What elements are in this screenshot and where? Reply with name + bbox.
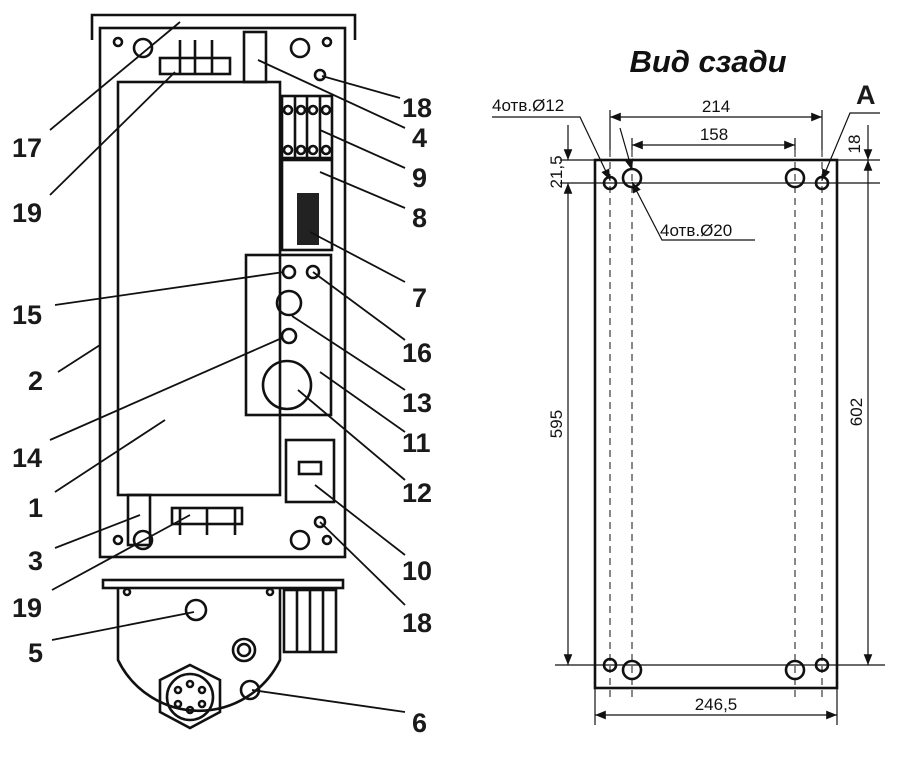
dimension-arrows: [563, 112, 873, 720]
large-holes-label: 4отв.Ø20: [660, 221, 732, 240]
callout-numbers: 17 19 15 2 14 1 3 19 5 18 4 9 8 7 16 13 …: [12, 93, 432, 738]
callout-15: 15: [12, 300, 42, 330]
callout-5: 5: [28, 638, 43, 668]
hole-leaders: [492, 112, 880, 241]
control-panel: [244, 253, 333, 417]
callout-17: 17: [12, 133, 42, 163]
callout-14: 14: [12, 443, 42, 473]
connector: [297, 193, 319, 245]
dim-214: 214: [702, 97, 730, 116]
callout-16: 16: [402, 338, 432, 368]
leader-lines: [49, 21, 406, 713]
dim-158: 158: [700, 125, 728, 144]
heating-module: [116, 80, 282, 497]
callout-19-bottom: 19: [12, 593, 42, 623]
panel-indicators: [261, 264, 321, 411]
callout-12: 12: [402, 478, 432, 508]
top-cover: [90, 13, 357, 40]
callout-18-bottom: 18: [402, 608, 432, 638]
callout-2: 2: [28, 366, 43, 396]
callout-18-top: 18: [402, 93, 432, 123]
callout-11: 11: [402, 428, 431, 458]
dim-595: 595: [547, 410, 566, 438]
callout-9: 9: [412, 163, 427, 193]
rear-view-title: Вид сзади: [629, 44, 786, 79]
bottom-pipe: [126, 493, 152, 547]
rear-view: Вид сзади: [492, 44, 885, 725]
rear-holes: [602, 167, 830, 681]
contactor: [284, 438, 336, 504]
offset-arrows: [563, 125, 873, 160]
front-view: 17 19 15 2 14 1 3 19 5 18 4 9 8 7 16 13 …: [12, 13, 432, 738]
extension-lines: [555, 110, 885, 725]
dim-18: 18: [845, 135, 864, 154]
callout-1: 1: [28, 493, 43, 523]
terminal-strip: [280, 94, 334, 160]
callout-13: 13: [402, 388, 432, 418]
dim-602: 602: [847, 398, 866, 426]
view-marker-a: A: [856, 80, 876, 110]
centerlines: [609, 150, 823, 700]
callout-6: 6: [412, 708, 427, 738]
mounting-holes: [112, 36, 333, 551]
callout-4: 4: [412, 123, 427, 153]
callout-8: 8: [412, 203, 427, 233]
board: [280, 158, 334, 252]
top-terminal-block: [158, 40, 232, 76]
top-pipe: [242, 30, 268, 84]
callout-3: 3: [28, 546, 43, 576]
dim-246-5: 246,5: [695, 695, 738, 714]
callout-10: 10: [402, 556, 432, 586]
bottom-view: [101, 578, 345, 730]
housing: [98, 26, 347, 559]
callout-7: 7: [412, 283, 427, 313]
dim-21-5: 21,5: [547, 155, 566, 188]
bottom-terminal-block: [170, 506, 244, 535]
small-holes-label: 4отв.Ø12: [492, 96, 564, 115]
callout-19-top: 19: [12, 198, 42, 228]
